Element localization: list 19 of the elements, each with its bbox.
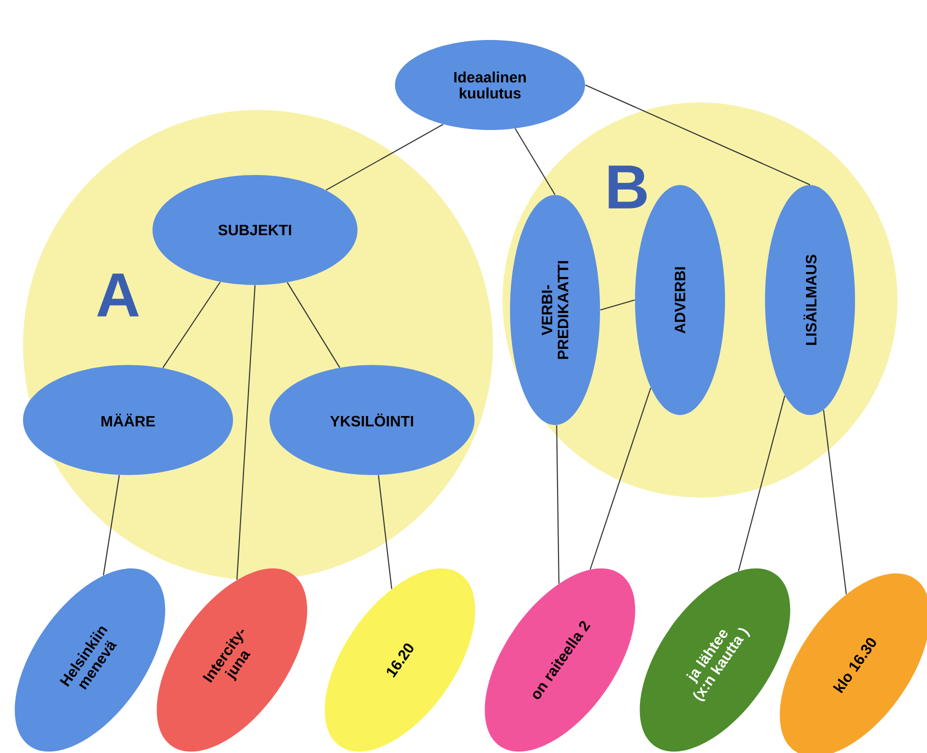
- connector-line: [590, 388, 652, 570]
- ellipse-node: LISÄILMAUS: [765, 185, 856, 415]
- connector-line: [326, 124, 444, 191]
- connector-line: [378, 475, 392, 589]
- connector-line: [823, 410, 847, 594]
- connector-line: [738, 396, 786, 572]
- connector-line: [514, 128, 556, 196]
- ellipse-node: SUBJEKTI: [152, 175, 358, 285]
- connector-line: [600, 300, 635, 311]
- ellipse-node: MÄÄRE: [23, 365, 233, 475]
- connector-line: [236, 285, 256, 580]
- ellipse-node: YKSILÖINTI: [270, 365, 474, 475]
- connector-line: [585, 84, 810, 186]
- ellipse-node: VERBI-PREDIKAATTI: [510, 195, 600, 425]
- ellipse-node: Ideaalinen kuulutus: [395, 40, 585, 130]
- connector-line: [162, 282, 221, 368]
- connector-line: [556, 425, 560, 584]
- connector-line: [286, 282, 340, 368]
- connector-line: [102, 475, 120, 576]
